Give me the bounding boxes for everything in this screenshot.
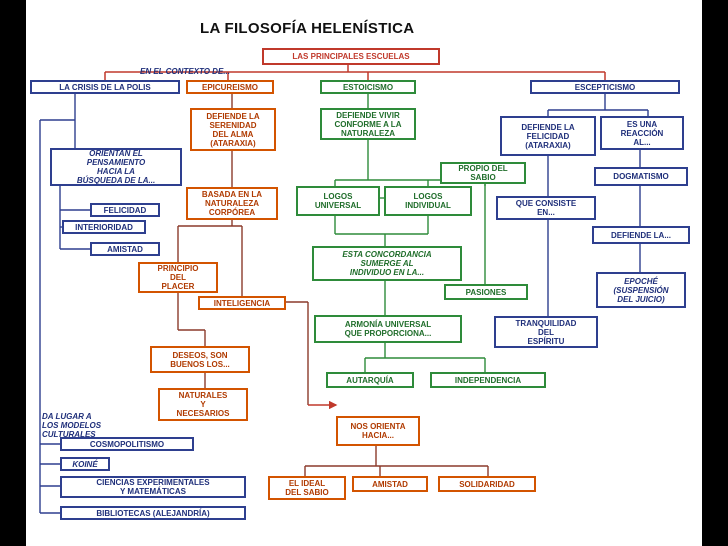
box-tranquilidad: TRANQUILIDAD DEL ESPÍRITU [494,316,598,348]
box-independencia: INDEPENDENCIA [430,372,546,388]
box-defiende-vivir: DEFIENDE VIVIR CONFORME A LA NATURALEZA [320,108,416,140]
box-defiende-la: DEFIENDE LA... [592,226,690,244]
box-concordancia: ESTA CONCORDANCIA SUMERGE AL INDIVIDUO E… [312,246,462,281]
box-ideal-sabio: EL IDEAL DEL SABIO [268,476,346,500]
box-consiste: QUE CONSISTE EN... [496,196,596,220]
box-defiende-felicidad: DEFIENDE LA FELICIDAD (ATARAXIA) [500,116,596,156]
box-koine: KOINÉ [60,457,110,471]
box-orientan: ORIENTAN EL PENSAMIENTO HACIA LA BÚSQUED… [50,148,182,186]
box-logos-individual: LOGOS INDIVIDUAL [384,186,472,216]
box-defiende-serenidad: DEFIENDE LA SERENIDAD DEL ALMA (ATARAXIA… [190,108,276,151]
box-principio-placer: PRINCIPIO DEL PLACER [138,262,218,293]
box-amistad-epicureismo: AMISTAD [352,476,428,492]
box-reaccion: ES UNA REACCIÓN AL... [600,116,684,150]
box-epoche: EPOCHÉ (SUSPENSIÓN DEL JUICIO) [596,272,686,308]
box-felicidad: FELICIDAD [90,203,160,217]
box-dogmatismo: DOGMATISMO [594,167,688,186]
box-bibliotecas: BIBLIOTECAS (ALEJANDRÍA) [60,506,246,520]
box-crisis-polis: LA CRISIS DE LA POLIS [30,80,180,94]
box-logos-universal: LOGOS UNIVERSAL [296,186,380,216]
box-autarquia: AUTARQUÍA [326,372,414,388]
box-armonia: ARMONÍA UNIVERSAL QUE PROPORCIONA... [314,315,462,343]
box-inteligencia: INTELIGENCIA [198,296,286,310]
box-nos-orienta: NOS ORIENTA HACIA... [336,416,420,446]
box-basada: BASADA EN LA NATURALEZA CORPÓREA [186,187,278,220]
box-amistad-polis: AMISTAD [90,242,160,256]
box-escepticismo: ESCEPTICISMO [530,80,680,94]
box-solidaridad: SOLIDARIDAD [438,476,536,492]
box-ciencias: CIENCIAS EXPERIMENTALES Y MATEMÁTICAS [60,476,246,498]
box-interioridad: INTERIORIDAD [62,220,146,234]
box-estoicismo: ESTOICISMO [320,80,416,94]
note-da-lugar: DA LUGAR A LOS MODELOS CULTURALES [42,412,102,439]
box-pasiones: PASIONES [444,284,528,300]
box-cosmopolitismo: COSMOPOLITISMO [60,437,194,451]
box-naturales: NATURALES Y NECESARIOS [158,388,248,421]
page-title: LA FILOSOFÍA HELENÍSTICA [200,20,415,37]
box-epicureismo: EPICUREISMO [186,80,274,94]
box-propio-sabio: PROPIO DEL SABIO [440,162,526,184]
box-deseos: DESEOS, SON BUENOS LOS... [150,346,250,373]
box-escuelas: LAS PRINCIPALES ESCUELAS [262,48,440,65]
note-contexto: EN EL CONTEXTO DE... [140,67,230,76]
